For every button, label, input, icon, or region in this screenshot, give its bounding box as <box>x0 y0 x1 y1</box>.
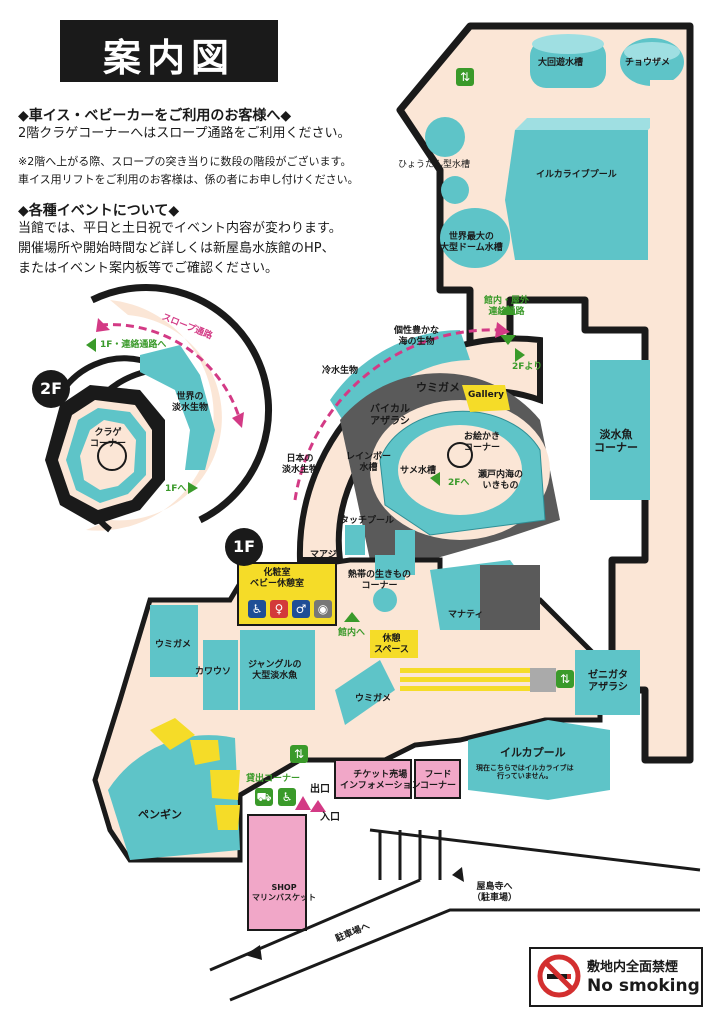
event-line1: 当館では、平日と土日祝でイベント内容が変わります。 <box>18 221 342 236</box>
no-smoking-sign: 敷地内全面禁煙 No smoking <box>529 947 703 1007</box>
floor-1f-main <box>86 305 640 931</box>
label-unique-sea: 個性豊かな 海の生物 <box>394 326 440 347</box>
label-world-freshwater: 世界の 淡水生物 <box>172 392 209 413</box>
dome-tank <box>440 208 510 268</box>
elevator-icon: ⇅ <box>290 745 308 763</box>
upper-building <box>396 22 694 764</box>
food-corner <box>414 759 461 799</box>
label-touch-pool: タッチプール <box>340 516 395 526</box>
label-sea-turtle-left: ウミガメ <box>155 640 192 650</box>
floor-2f-badge: 2F <box>32 370 70 408</box>
label-dolphin-pool: イルカプール <box>500 746 566 759</box>
wheelchair-line3: 車イス用リフトをご利用のお客様は、係の者にお申し付けください。 <box>18 173 359 186</box>
label-shop: SHOP マリンバスケット <box>252 883 316 902</box>
label-to-inside: 館内へ <box>338 628 366 638</box>
restroom-icon: ♀ <box>270 600 288 618</box>
label-japan-freshwater: 日本の 淡水生物 <box>282 454 319 475</box>
baby-icon: ◉ <box>314 600 332 618</box>
label-big-tank: 大回遊水槽 <box>538 58 584 68</box>
label-baikal-seal: バイカル アザラシ <box>370 404 410 427</box>
label-seto-inland: 瀬戸内海の いきもの <box>478 470 524 491</box>
event-line2: 開催場所や開始時間など詳しくは新屋島水族館のHP、 <box>18 241 335 256</box>
stroller-icon: ⛟ <box>255 788 273 806</box>
gallery <box>462 385 510 412</box>
wheelchair-icon: ♿ <box>248 600 266 618</box>
label-food: フード コーナー <box>420 770 457 791</box>
label-cold-water: 冷水生物 <box>322 366 359 376</box>
label-horseshoe-crab: マアジ <box>310 550 337 560</box>
label-tropical: 熱帯の生きもの コーナー <box>348 570 412 591</box>
event-line3: またはイベント案内板等でご確認ください。 <box>18 261 279 276</box>
no-smoking-en: No smoking <box>587 976 700 996</box>
label-sea-turtle-top: ウミガメ <box>416 381 460 394</box>
elevator-icon: ⇅ <box>456 68 474 86</box>
label-otter: カワウソ <box>195 667 232 677</box>
label-sturgeon: チョウザメ <box>625 58 671 68</box>
page-title: 案内図 <box>102 36 235 80</box>
label-dolphin-note: 現在こちらではイルカライブは 行っていません。 <box>476 764 574 781</box>
label-to-yashimaji: 屋島寺へ （駐車場） <box>472 882 518 903</box>
wheelchair-heading: ◆車イス・ベビーカーをご利用のお客様へ◆ <box>18 108 292 124</box>
label-manatee: マナティ <box>448 610 484 620</box>
label-jungle: ジャングルの 大型淡水魚 <box>248 660 302 681</box>
label-sea-turtle-center: ウミガメ <box>355 694 392 704</box>
freshwater-fish-tank <box>590 360 660 500</box>
label-rest-space: 休憩 スペース <box>374 634 409 655</box>
shop <box>247 814 307 931</box>
rest-space <box>370 630 418 658</box>
penguin-area <box>108 735 240 860</box>
label-entrance: 入口 <box>320 812 340 823</box>
gourd-tank <box>425 117 465 157</box>
floor-1f-badge: 1F <box>225 528 263 566</box>
label-drawing-corner: お絵かき コーナー <box>464 432 501 453</box>
label-to-1f-slope: 1F・連絡通路へ <box>100 340 167 350</box>
label-jellyfish: クラゲ コーナー <box>90 428 127 449</box>
wheelchair-line1: 2階クラゲコーナーへはスロープ通路をご利用ください。 <box>18 126 351 141</box>
label-from-2f: 2Fより <box>512 362 543 372</box>
no-smoking-icon <box>537 954 581 998</box>
label-gallery: Gallery <box>468 390 505 400</box>
label-dome-tank: 世界最大の 大型ドーム水槽 <box>440 232 503 253</box>
label-rainbow-tank: レインボー 水槽 <box>346 452 392 473</box>
label-shark-tank: サメ水槽 <box>400 466 437 476</box>
label-dolphin-live-pool: イルカライブプール <box>536 170 617 180</box>
elevator-icon: ⇅ <box>556 670 574 688</box>
title-banner <box>60 20 278 82</box>
label-zenigata: ゼニガタ アザラシ <box>588 670 628 693</box>
label-to-2f: 2Fへ <box>448 478 470 488</box>
wheelchair-icon: ♿ <box>278 788 296 806</box>
label-ticket: チケット売場 インフォメーション <box>340 770 421 791</box>
event-heading: ◆各種イベントについて◆ <box>18 203 180 219</box>
label-restroom: 化粧室 ベビー休憩室 <box>250 568 305 589</box>
label-freshwater-fish: 淡水魚 コーナー <box>594 428 638 455</box>
label-rental: 貸出コーナー <box>246 774 301 784</box>
no-smoking-jp: 敷地内全面禁煙 <box>587 960 679 975</box>
ticket-counter <box>334 759 412 799</box>
dolphin-live-pool <box>505 130 648 260</box>
restroom-icon: ♂ <box>292 600 310 618</box>
floor-2f <box>45 283 273 533</box>
wheelchair-line2: ※2階へ上がる際、スロープの突き当りに数段の階段がございます。 <box>18 155 352 168</box>
label-penguin: ペンギン <box>138 808 182 821</box>
label-passage: 館内・屋外 連絡通路 <box>484 296 530 317</box>
label-gourd-tank: ひょうたん型水槽 <box>398 160 471 170</box>
label-exit: 出口 <box>310 784 330 795</box>
dolphin-pool <box>468 720 610 800</box>
label-to-1f: 1Fへ <box>165 484 187 494</box>
